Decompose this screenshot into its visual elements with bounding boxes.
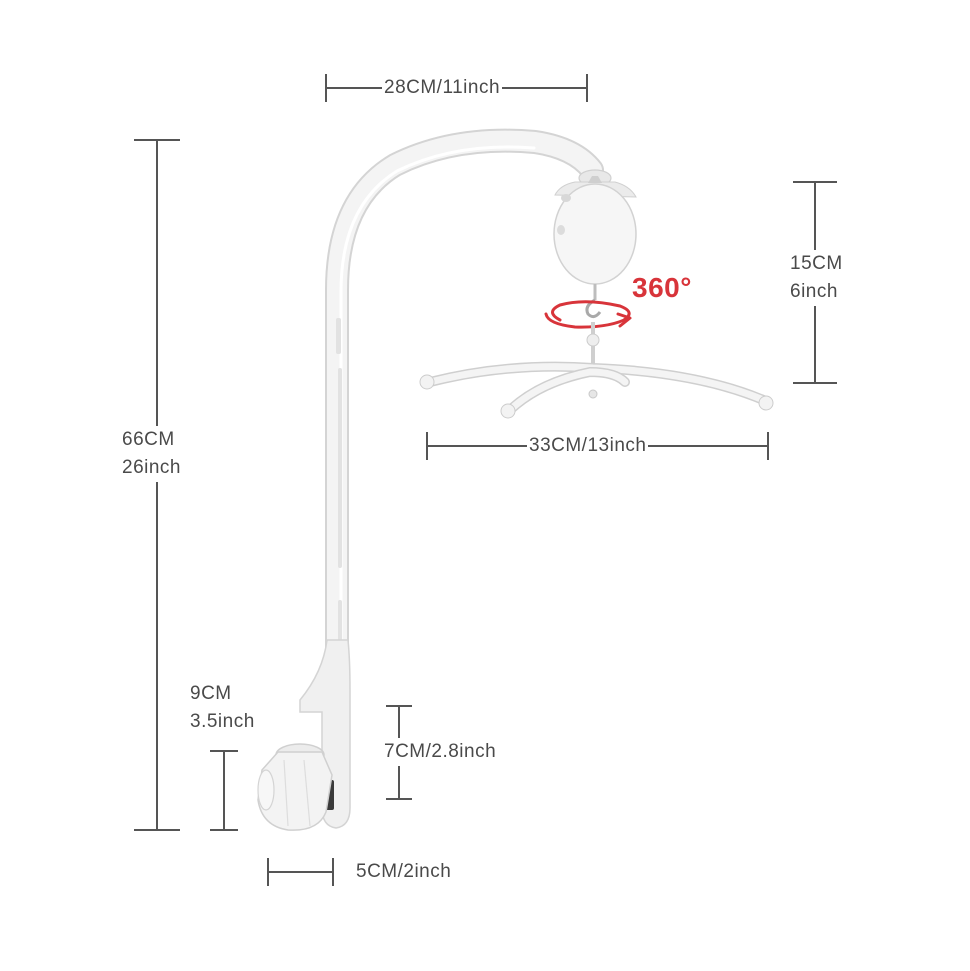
clamp-knob <box>257 743 333 831</box>
rotation-arrow-icon <box>544 300 632 329</box>
clamp-opening-label: 7CM/2.8inch <box>382 738 499 766</box>
music-box-height-cm: 15CM <box>790 250 843 278</box>
overall-height-cm: 66CM <box>122 426 181 454</box>
swivel-hook-icon <box>585 298 602 319</box>
music-box-height-inch: 6inch <box>790 278 843 306</box>
mobile-arm <box>325 128 604 702</box>
music-box <box>553 169 637 319</box>
overall-height-label: 66CM 26inch <box>122 426 181 482</box>
clamp-height-label: 9CM 3.5inch <box>190 680 255 736</box>
clamp-height-cm: 9CM <box>190 683 232 704</box>
toy-hanger <box>419 322 774 419</box>
hanger-width-label: 33CM/13inch <box>527 432 649 460</box>
clamp-width-label: 5CM/2inch <box>354 858 454 886</box>
clamp-height-inch: 3.5inch <box>190 711 255 732</box>
rotation-label: 360° <box>632 272 692 303</box>
arm-width-label: 28CM/11inch <box>382 74 503 102</box>
music-box-button <box>561 194 571 202</box>
overall-height-inch: 26inch <box>122 454 181 482</box>
music-box-height-label: 15CM 6inch <box>790 250 843 306</box>
